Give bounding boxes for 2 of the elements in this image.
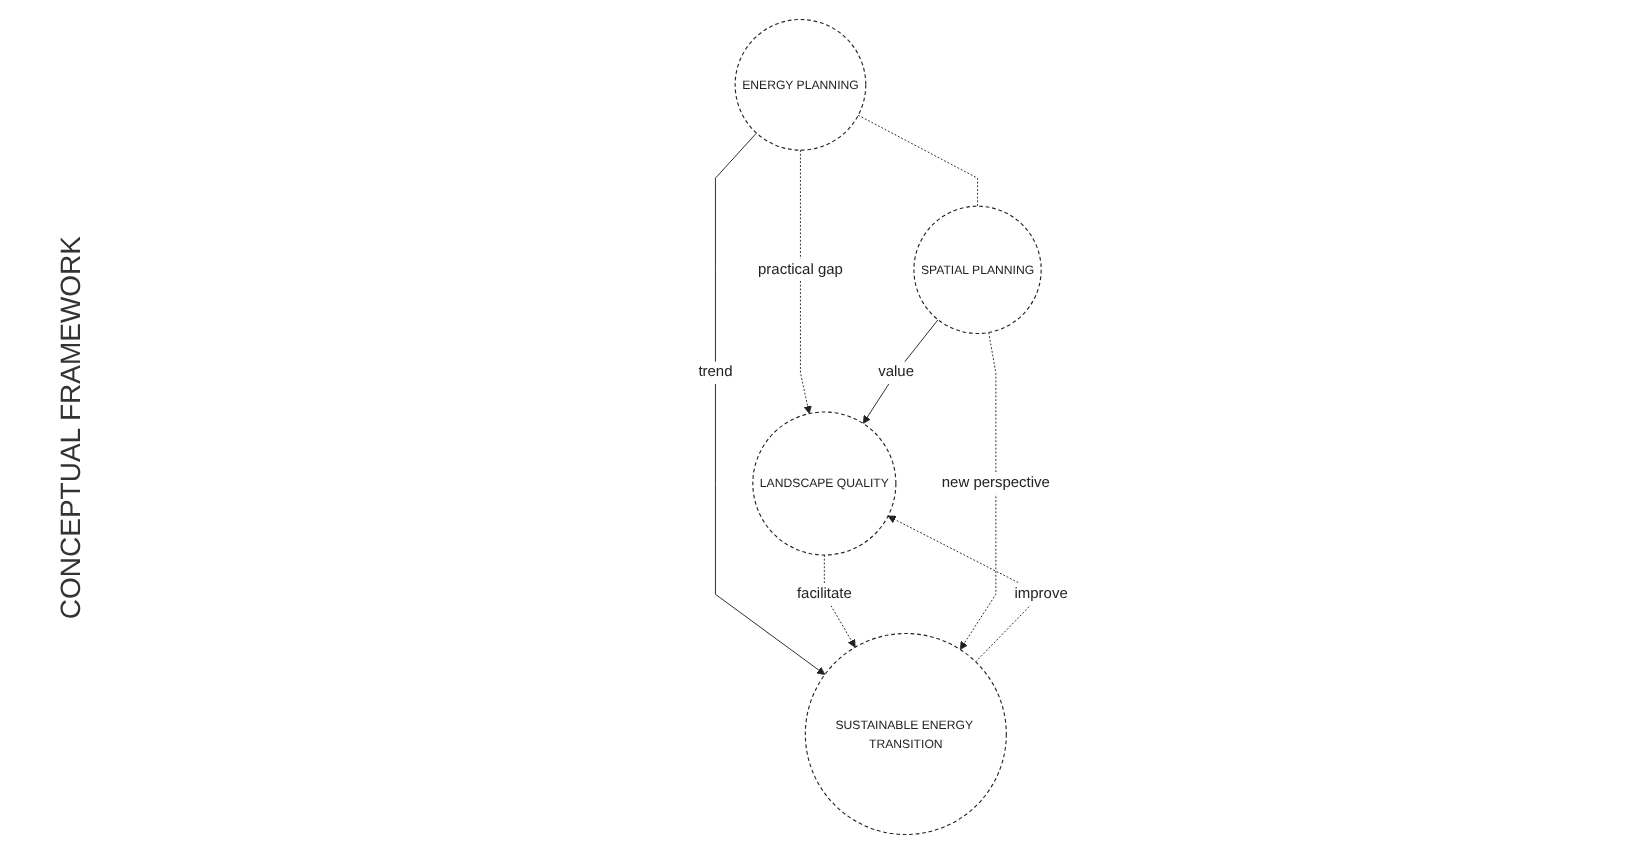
connector: [858, 114, 979, 207]
side-label: CONCEPTUAL FRAMEWORK: [54, 235, 86, 619]
